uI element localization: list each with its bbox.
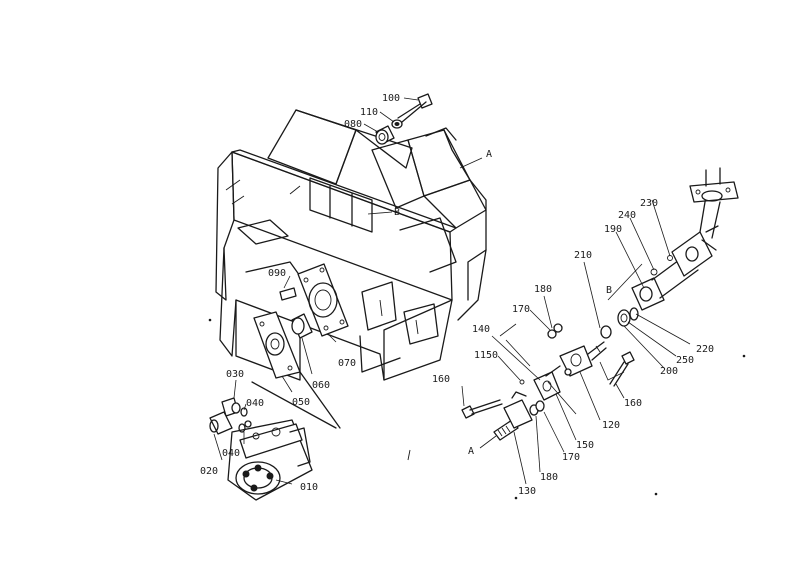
- scan-specks: [208, 318, 746, 500]
- label-170-lower: 170: [562, 452, 580, 463]
- label-230: 230: [640, 198, 658, 209]
- label-070: 070: [338, 358, 356, 369]
- label-180-lower: 180: [540, 472, 558, 483]
- label-140: 140: [472, 324, 490, 335]
- label-150: 150: [576, 440, 594, 451]
- flange-plate-070: [297, 263, 349, 337]
- top-bolt-assembly: [375, 93, 433, 145]
- label-090: 090: [268, 268, 286, 279]
- label-040-lower: 040: [222, 448, 240, 459]
- label-a-top: A: [486, 149, 492, 160]
- label-010: 010: [300, 482, 318, 493]
- label-160-left: 160: [432, 374, 450, 385]
- label-170-upper: 170: [512, 304, 530, 315]
- steering-shaft-assembly: [461, 323, 635, 441]
- pin-090: [279, 287, 297, 301]
- label-110: 110: [360, 107, 378, 118]
- label-1150: 1150: [474, 350, 498, 361]
- label-060: 060: [312, 380, 330, 391]
- label-190: 190: [604, 224, 622, 235]
- fittings-020-030-040: [209, 397, 252, 435]
- label-240: 240: [618, 210, 636, 221]
- label-100: 100: [382, 93, 400, 104]
- label-030: 030: [226, 369, 244, 380]
- part-labels: 100 110 080 A B 090 070 060 050 030 040 …: [200, 93, 714, 497]
- label-200: 200: [660, 366, 678, 377]
- label-020: 020: [200, 466, 218, 477]
- spacer-060: [291, 313, 313, 339]
- label-040-upper: 040: [246, 398, 264, 409]
- label-080: 080: [344, 119, 362, 130]
- steering-valve-010: [227, 371, 341, 501]
- plate-050: [253, 311, 301, 379]
- label-130: 130: [518, 486, 536, 497]
- label-220: 220: [696, 344, 714, 355]
- label-210: 210: [574, 250, 592, 261]
- label-050: 050: [292, 397, 310, 408]
- label-120: 120: [602, 420, 620, 431]
- label-b-right: B: [606, 285, 612, 296]
- label-250: 250: [676, 355, 694, 366]
- upper-column-assembly: [600, 167, 739, 339]
- frame-housing: [215, 109, 487, 381]
- leader-lines: [213, 97, 691, 485]
- label-b-frame: B: [394, 207, 400, 218]
- label-a-bottom: A: [468, 446, 474, 457]
- label-160-right: 160: [624, 398, 642, 409]
- label-180-upper: 180: [534, 284, 552, 295]
